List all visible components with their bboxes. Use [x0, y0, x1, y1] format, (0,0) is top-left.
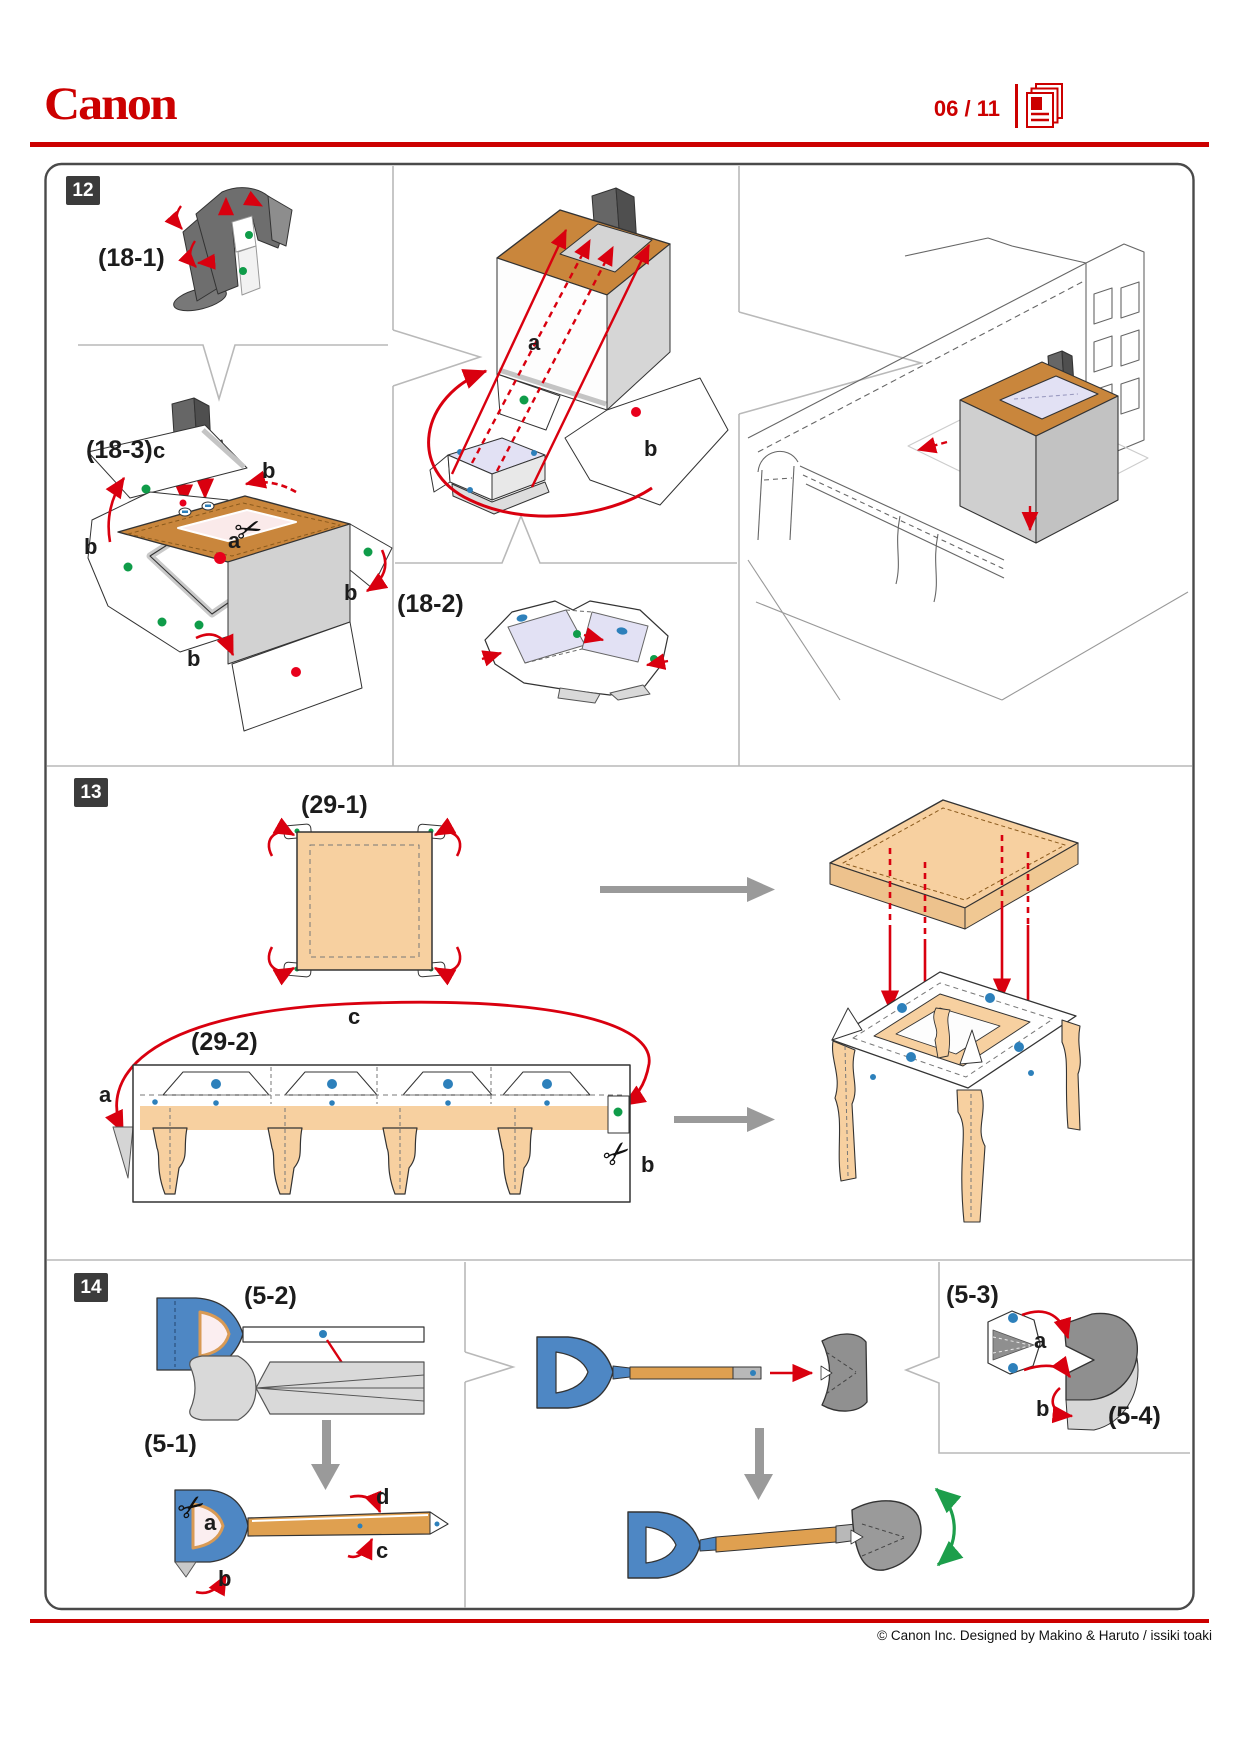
- tab-letter-a: a: [99, 1082, 112, 1107]
- part-label-5-1: (5-1): [144, 1430, 197, 1458]
- fold-letter-b: b: [84, 534, 98, 559]
- part-label-5-2: (5-2): [244, 1282, 297, 1310]
- rotate-arrow: [934, 1487, 964, 1567]
- part-label-5-3: (5-3): [946, 1281, 999, 1309]
- diagram-18-2: [481, 600, 669, 704]
- step-13-badge: 13: [74, 778, 108, 807]
- header-divider: [1015, 84, 1018, 128]
- diagram-5-1: ✂: [170, 1485, 449, 1597]
- handle-letter-a: a: [204, 1510, 217, 1535]
- flow-arrows: [311, 877, 775, 1500]
- step-12-badge: 12: [66, 176, 100, 205]
- loop-letter-c: c: [348, 1004, 361, 1029]
- main-frame: [44, 162, 1195, 1611]
- blade-letter-b: b: [1036, 1396, 1050, 1421]
- cut-letter-b: b: [641, 1152, 655, 1177]
- diagram-29-2: ✂: [105, 1000, 651, 1203]
- panel-dividers: [47, 166, 1192, 1608]
- diagram-shovel-parts: [536, 1333, 868, 1412]
- canon-logo: Canon: [44, 76, 178, 130]
- face-letter-a: a: [528, 330, 541, 355]
- diagram-stove-assembly: [427, 187, 729, 518]
- page-number: 06 / 11: [933, 96, 1000, 121]
- fold-letter-b: b: [187, 646, 201, 671]
- part-label-18-1: (18-1): [98, 244, 165, 272]
- diagram-5-2: [156, 1297, 425, 1421]
- diagram-18-1: [164, 187, 293, 312]
- wrap-letter-b: b: [644, 436, 658, 461]
- diagram-shovel-final: [627, 1487, 964, 1579]
- shaft-letter-c: c: [376, 1538, 389, 1563]
- pages-icon: [1026, 83, 1063, 128]
- blade-letter-a: a: [1034, 1328, 1047, 1353]
- diagram-5-3-5-4: [987, 1310, 1139, 1431]
- part-label-18-2: (18-2): [397, 590, 464, 618]
- handle-letter-b: b: [218, 1566, 232, 1591]
- diagram-29-1: [267, 817, 462, 986]
- part-label-29-2: (29-2): [191, 1028, 258, 1056]
- fold-letter-b: b: [262, 458, 276, 483]
- footer-rule: [30, 1619, 1209, 1623]
- diagram-room-scene: [747, 237, 1189, 701]
- header-rule: [30, 142, 1209, 147]
- cut-letter-a: a: [228, 528, 241, 553]
- shaft-letter-d: d: [376, 1484, 390, 1509]
- fold-letter-b: b: [344, 580, 358, 605]
- step-14-badge: 14: [74, 1273, 108, 1302]
- part-label-29-1: (29-1): [301, 791, 368, 819]
- diagram-table-assembly: [829, 799, 1081, 1223]
- copyright-credit: © Canon Inc. Designed by Makino & Haruto…: [877, 1628, 1212, 1643]
- diagram-18-3: ✂: [87, 397, 393, 732]
- glue-letter-c: c: [153, 438, 166, 463]
- part-label-18-3: (18-3): [86, 436, 153, 464]
- part-label-5-4: (5-4): [1108, 1402, 1161, 1430]
